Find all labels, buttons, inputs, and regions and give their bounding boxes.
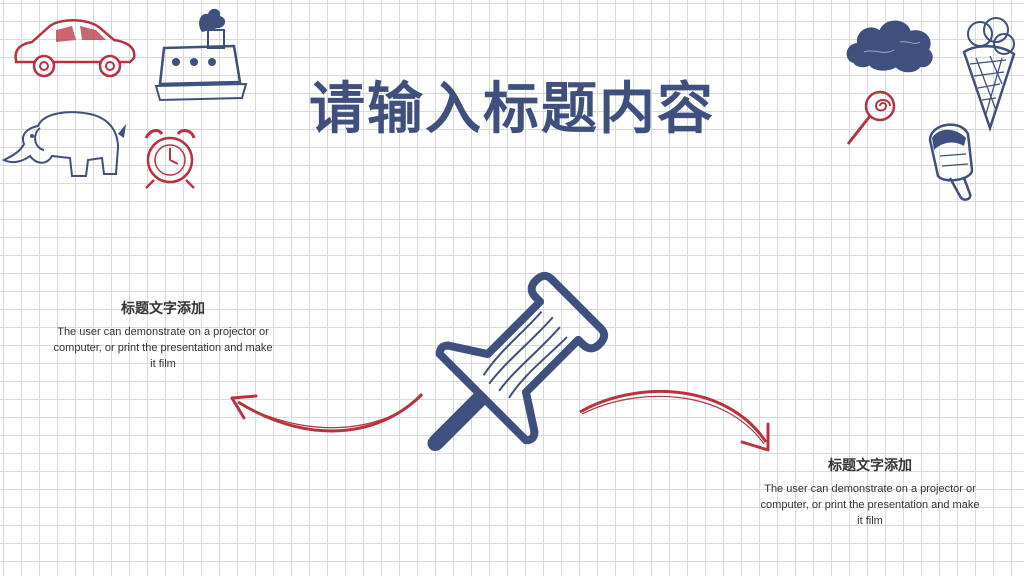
block-heading: 标题文字添加 [121,301,205,317]
arrow-left-icon [230,392,424,433]
arrow-right-icon [579,390,770,452]
push-pin-icon [427,271,609,452]
ice-cream-cone-icon [962,17,1016,132]
cloud-icon [846,20,933,73]
alarm-clock-icon [144,129,196,189]
slide-title: 请输入标题内容 [309,76,715,142]
elephant-icon [1,111,126,177]
car-icon [14,19,136,78]
text-block-left: 标题文字添加 The user can demonstrate on a pro… [53,298,273,372]
block-body: The user can demonstrate on a projector … [53,326,273,370]
block-body: The user can demonstrate on a projector … [760,483,980,527]
lollipop-icon [846,90,896,145]
block-heading: 标题文字添加 [828,458,912,474]
ship-icon [154,8,248,102]
text-block-right: 标题文字添加 The user can demonstrate on a pro… [760,455,980,529]
popsicle-icon [928,123,974,201]
